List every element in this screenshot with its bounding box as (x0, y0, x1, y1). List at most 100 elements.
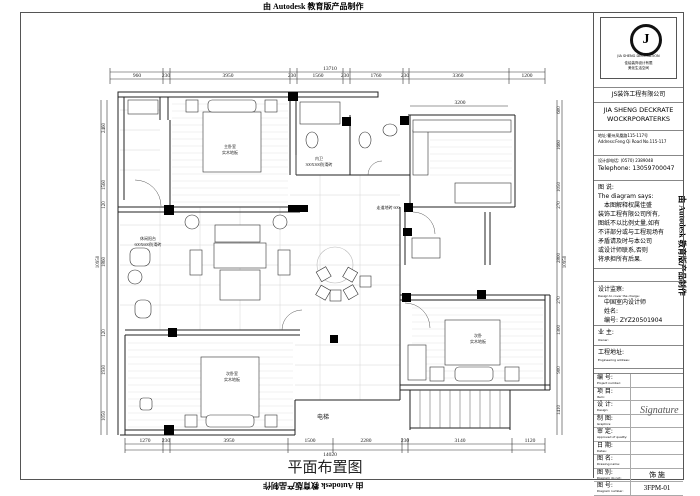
table-row: 日 期:Dates: (594, 441, 683, 455)
dim-bottom: 1120 (525, 438, 536, 444)
row-label: 日 期: (597, 441, 613, 449)
row-value (631, 428, 683, 441)
dim-right-total: 10950 (563, 255, 568, 268)
sofa (219, 269, 261, 301)
company-en: JIA SHENG DECKRATE WOCKRPORATERKS (594, 103, 683, 131)
row-value (631, 442, 683, 455)
notice-line: 不详部分或与工程现场有 (598, 229, 665, 236)
row-label: 图 别: (597, 468, 613, 476)
table-row: 项 目:Item: (594, 387, 683, 401)
row-label-en: Dates: (597, 448, 607, 453)
dim-left: 120 (102, 201, 107, 209)
notes-heading: 图 说: (598, 184, 614, 191)
dim-top: 1560 (313, 73, 324, 79)
dim-bottom: 3950 (224, 438, 235, 444)
row-label-en: Diagram number: (597, 489, 624, 493)
wardrobe (412, 129, 429, 176)
dim-top: 1200 (522, 73, 533, 79)
room-label-master-bedroom: 主卧室 (224, 143, 236, 149)
room-floor: 600X600防滑砖 (135, 241, 162, 247)
dim-top-inner: 3200 (455, 100, 466, 106)
row-value (631, 374, 683, 387)
logo-caption: JIA SHENG DECORATION (617, 54, 660, 58)
drawing-title: 平面布置图 (287, 459, 362, 476)
washbasin (382, 123, 398, 137)
row-label: 项 目: (597, 387, 613, 395)
dim-top: 1760 (371, 73, 382, 79)
address-en: Address:Feng Qi Road No.115-117 (598, 139, 667, 144)
company-cn: JS装饰工程有限公司 (594, 88, 683, 103)
notes-section: 图 说: The diagram says: 本图解释权属佳盛 装饰工程有限公司… (594, 181, 683, 269)
dim-top: 960 (133, 73, 142, 79)
row-label: 编 号: (597, 374, 613, 381)
supervision-label: 设计监察: (598, 286, 625, 293)
table-row: 图 号:Diagram number: 3FPM-01 (594, 482, 683, 496)
room-labels: 主卧室 实木地板 内卫 300X300防滑砖 休闲阳台 600X600防滑砖 次… (135, 143, 486, 421)
room-floor: 实木地板 (224, 376, 240, 382)
dim-right: 1050 (557, 182, 562, 193)
coffee-table (214, 224, 261, 243)
room-floor: 300X300防滑砖 (306, 161, 333, 167)
dimension-labels-vertical: 2460 1560 120 1860 120 1930 1050 10950 6… (96, 106, 568, 421)
dimension-labels: 13710 960 230 3950 230 1560 230 1760 230… (133, 66, 536, 458)
row-label-en: Graphics: (597, 421, 612, 426)
supervision-label-en: Design to cover the charge: (598, 294, 640, 298)
row-value (631, 415, 683, 428)
row-label-en: Design: (597, 408, 609, 412)
dim-left-total: 10950 (96, 255, 101, 268)
row-label-en: Approved of quality: (597, 435, 628, 439)
dim-bottom: 1500 (305, 438, 316, 444)
row-label: 制 图: (597, 414, 613, 422)
kitchen-counter (411, 237, 441, 259)
furniture (127, 99, 520, 428)
logo-sub: 美化生活空间 (628, 66, 649, 70)
notice-line: 或设计师联系,否则 (598, 247, 648, 254)
room-floor: 实木地板 (470, 338, 486, 344)
dim-right: 1660 (557, 140, 562, 151)
second-bed (200, 356, 260, 418)
dim-top: 230 (162, 73, 171, 79)
table-row: 图 名:Drawing name: (594, 455, 683, 469)
room-label-third-bedroom: 次卧 (474, 332, 482, 338)
toilet (305, 131, 319, 149)
dim-right: 600 (557, 106, 562, 114)
dim-left: 120 (102, 329, 107, 337)
dim-top: 230 (341, 73, 350, 79)
row-value: 3FPM-01 (643, 484, 671, 492)
row-value (631, 455, 683, 468)
room-label-balcony: 休闲阳台 (140, 235, 156, 241)
side-table (184, 214, 200, 230)
balcony-railing (419, 390, 501, 428)
row-label: 图 号: (597, 482, 613, 489)
dim-right: 2800 (557, 253, 562, 264)
room-label-elevator: 电梯 (317, 413, 329, 421)
dim-right: 1410 (557, 405, 562, 416)
logo-mark: J (630, 24, 662, 56)
dim-bottom: 230 (401, 438, 410, 444)
company-logo: J JIA SHENG DECORATION 佳绘装饰设计有限美化生活空间 (600, 17, 677, 79)
notice-line: 装饰工程有限公司所有, (598, 211, 660, 218)
dim-bottom: 1270 (140, 438, 151, 444)
dim-right: 900 (557, 366, 562, 374)
designer-number: 编号: ZYZ20501904 (604, 317, 663, 324)
dim-bottom: 3140 (455, 438, 466, 444)
dim-top: 3360 (453, 73, 464, 79)
dim-right: 1300 (557, 325, 562, 336)
dim-left: 1050 (102, 411, 107, 422)
chair (139, 397, 153, 411)
structural-columns (164, 92, 486, 435)
dim-left: 1930 (102, 365, 107, 376)
room-floor: 实木地板 (222, 149, 238, 155)
master-bed (202, 111, 262, 173)
corridor-note: 走道地砖 600 (377, 204, 400, 210)
address-cn: 地址:衢州凤凰路115-117号 (598, 133, 649, 138)
walls (117, 91, 551, 436)
dim-bottom-total: 14020 (323, 452, 337, 458)
balcony-sink (134, 299, 152, 319)
drawing-frame (20, 12, 684, 480)
row-label-en: Drawing name: (597, 462, 620, 466)
dim-top: 3950 (223, 73, 234, 79)
phone-en: Telephone: 13059700047 (598, 165, 675, 172)
notice-line: 将承担所有后果. (598, 256, 642, 263)
site-label: 工程地址: (598, 349, 625, 356)
